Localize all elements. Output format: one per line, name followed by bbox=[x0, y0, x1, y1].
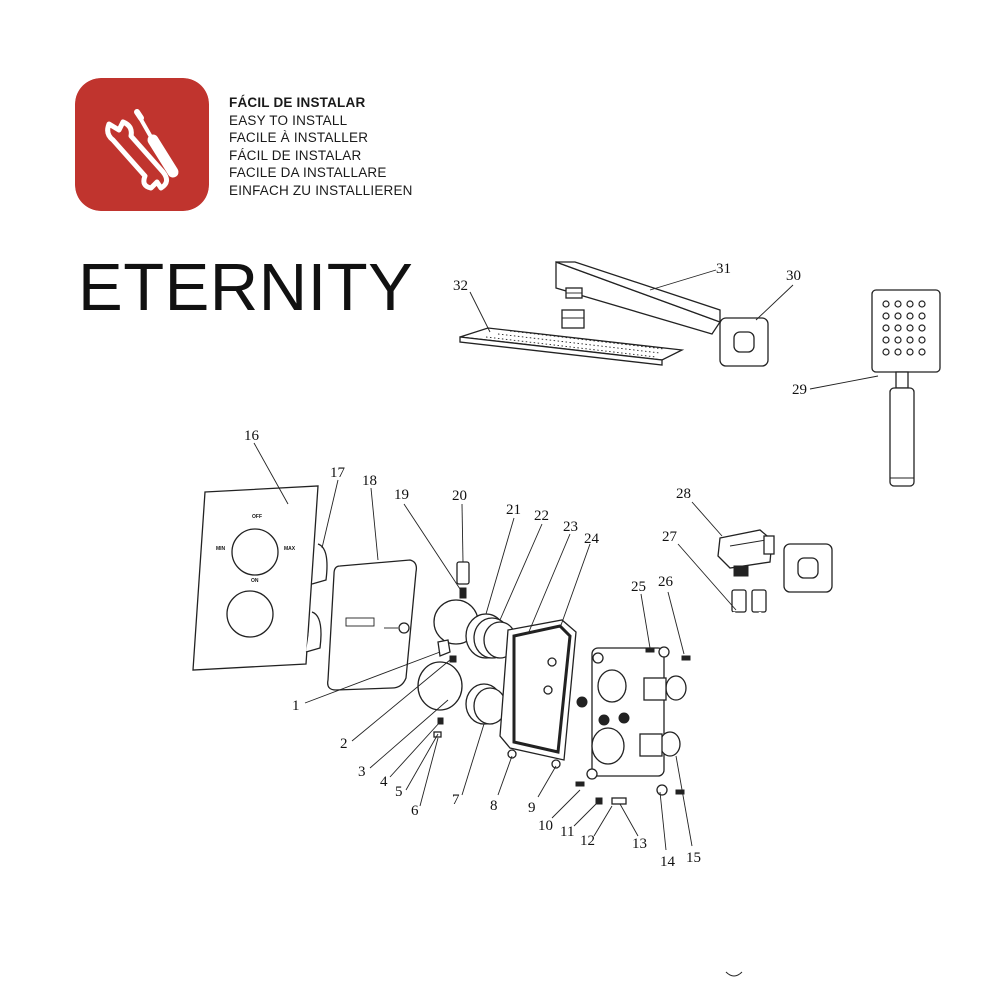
install-line-en: EASY TO INSTALL bbox=[229, 112, 348, 128]
shower-hose bbox=[722, 589, 767, 977]
part-number-22: 22 bbox=[534, 508, 549, 524]
install-line-pt: FÁCIL DE INSTALAR bbox=[229, 147, 362, 163]
rain-shower-head bbox=[459, 309, 685, 366]
part-number-3: 3 bbox=[358, 764, 366, 780]
badge-background bbox=[75, 78, 209, 211]
easy-install-badge bbox=[75, 78, 209, 211]
shower-arm bbox=[555, 261, 721, 335]
valve-body bbox=[575, 646, 691, 805]
faceplate-label-off: OFF bbox=[252, 514, 262, 520]
thermostatic-faceplate: OFF MIN MAX ON bbox=[192, 485, 319, 671]
hand-shower-holder bbox=[717, 529, 775, 577]
faceplate-label-on: ON bbox=[251, 578, 259, 584]
install-line-fr: FACILE À INSTALLER bbox=[229, 130, 369, 146]
part-number-25: 25 bbox=[631, 579, 646, 595]
faceplate-label-min: MIN bbox=[216, 546, 226, 552]
part-number-27: 27 bbox=[662, 529, 678, 545]
part-number-13: 13 bbox=[632, 836, 647, 852]
part-number-1: 1 bbox=[292, 698, 300, 714]
leader-lines bbox=[253, 269, 879, 851]
install-line-it: FACILE DA INSTALLARE bbox=[229, 165, 387, 181]
part-number-21: 21 bbox=[506, 502, 521, 518]
part-number-10: 10 bbox=[538, 818, 553, 834]
part-number-5: 5 bbox=[395, 784, 403, 800]
part-number-18: 18 bbox=[362, 473, 377, 489]
part-number-7: 7 bbox=[452, 792, 460, 808]
part-number-2: 2 bbox=[340, 736, 348, 752]
faceplate-gasket bbox=[305, 543, 328, 653]
part-number-23: 23 bbox=[563, 519, 578, 535]
part-number-30: 30 bbox=[786, 268, 801, 284]
wall-outlet-flange bbox=[783, 543, 833, 593]
part-number-32: 32 bbox=[453, 278, 468, 294]
faceplate-label-max: MAX bbox=[284, 546, 296, 552]
part-number-9: 9 bbox=[528, 800, 536, 816]
part-number-6: 6 bbox=[411, 803, 419, 819]
hand-shower bbox=[871, 289, 941, 487]
product-title: ETERNITY bbox=[78, 250, 414, 325]
easy-install-text: FÁCIL DE INSTALAR EASY TO INSTALL FACILE… bbox=[229, 94, 413, 200]
wrench-screwdriver-icon bbox=[105, 109, 179, 191]
part-number-4: 4 bbox=[380, 774, 388, 790]
part-number-20: 20 bbox=[452, 488, 467, 504]
part-number-29: 29 bbox=[792, 382, 807, 398]
part-number-24: 24 bbox=[584, 531, 600, 547]
part-number-14: 14 bbox=[660, 854, 676, 870]
part-numbers: 1 2 3 4 5 6 7 8 9 10 11 12 13 14 15 16 1… bbox=[244, 261, 807, 870]
install-line-es: FÁCIL DE INSTALAR bbox=[229, 95, 366, 110]
part-number-8: 8 bbox=[490, 798, 498, 814]
mounting-frame bbox=[499, 619, 577, 769]
part-number-12: 12 bbox=[580, 833, 595, 849]
part-number-19: 19 bbox=[394, 487, 409, 503]
part-number-28: 28 bbox=[676, 486, 691, 502]
arm-wall-flange bbox=[719, 317, 769, 367]
part-number-15: 15 bbox=[686, 850, 701, 866]
part-number-16: 16 bbox=[244, 428, 260, 444]
part-number-31: 31 bbox=[716, 261, 731, 277]
install-line-de: EINFACH ZU INSTALLIEREN bbox=[229, 182, 413, 198]
cover-box bbox=[327, 559, 418, 691]
part-number-26: 26 bbox=[658, 574, 674, 590]
part-number-11: 11 bbox=[560, 824, 574, 840]
part-number-17: 17 bbox=[330, 465, 346, 481]
